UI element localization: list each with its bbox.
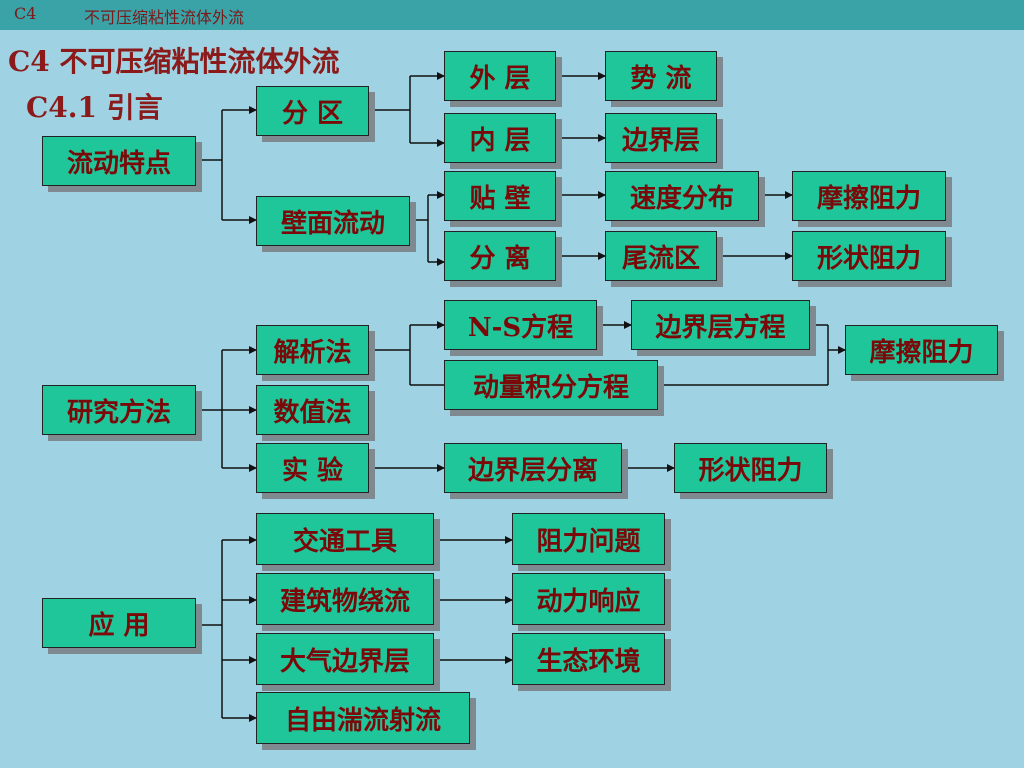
node-fenli: 分 离: [444, 231, 556, 281]
node-xingzhuangzuli-1: 形状阻力: [792, 231, 946, 281]
node-waiceng: 外 层: [444, 51, 556, 101]
node-ziyou: 自由湍流射流: [256, 692, 470, 744]
header-title: 不可压缩粘性流体外流: [84, 8, 245, 27]
node-shiliu: 势 流: [605, 51, 717, 101]
node-yingyong: 应 用: [42, 598, 196, 648]
node-zuli-wenti: 阻力问题: [512, 513, 665, 565]
node-bianjieceng-fangcheng: 边界层方程: [631, 300, 810, 350]
node-shengtai: 生态环境: [512, 633, 665, 685]
node-liudong-tedian: 流动特点: [42, 136, 196, 186]
header-bar: C4 不可压缩粘性流体外流: [0, 0, 1024, 30]
node-bianjieceng-fenli: 边界层分离: [444, 443, 622, 493]
node-shuzhifa: 数值法: [256, 385, 369, 435]
node-dongliang-jifen: 动量积分方程: [444, 360, 658, 410]
node-fenqu: 分 区: [256, 86, 369, 136]
node-bimian-liudong: 壁面流动: [256, 196, 410, 246]
node-jiaotong: 交通工具: [256, 513, 434, 565]
node-ns-fangcheng: N-S方程: [444, 300, 597, 350]
header-code: C4: [14, 4, 37, 23]
section-title: C4.1 引言: [26, 91, 163, 124]
node-dongli-xiangying: 动力响应: [512, 573, 665, 625]
node-xingzhuangzuli-2: 形状阻力: [674, 443, 827, 493]
node-weiliuqu: 尾流区: [605, 231, 717, 281]
node-jiexifa: 解析法: [256, 325, 369, 375]
node-neiceng: 内 层: [444, 113, 556, 163]
node-bianjieceng: 边界层: [605, 113, 717, 163]
node-tiebi: 贴 壁: [444, 171, 556, 221]
node-sudu-fenbu: 速度分布: [605, 171, 759, 221]
node-mocazuli-1: 摩擦阻力: [792, 171, 946, 221]
node-daqi: 大气边界层: [256, 633, 434, 685]
node-yanjiu-fangfa: 研究方法: [42, 385, 196, 435]
node-shiyan: 实 验: [256, 443, 369, 493]
node-jianzhu: 建筑物绕流: [256, 573, 434, 625]
node-mocazuli-2: 摩擦阻力: [845, 325, 998, 375]
slide-title: C4 不可压缩粘性流体外流: [8, 45, 340, 78]
